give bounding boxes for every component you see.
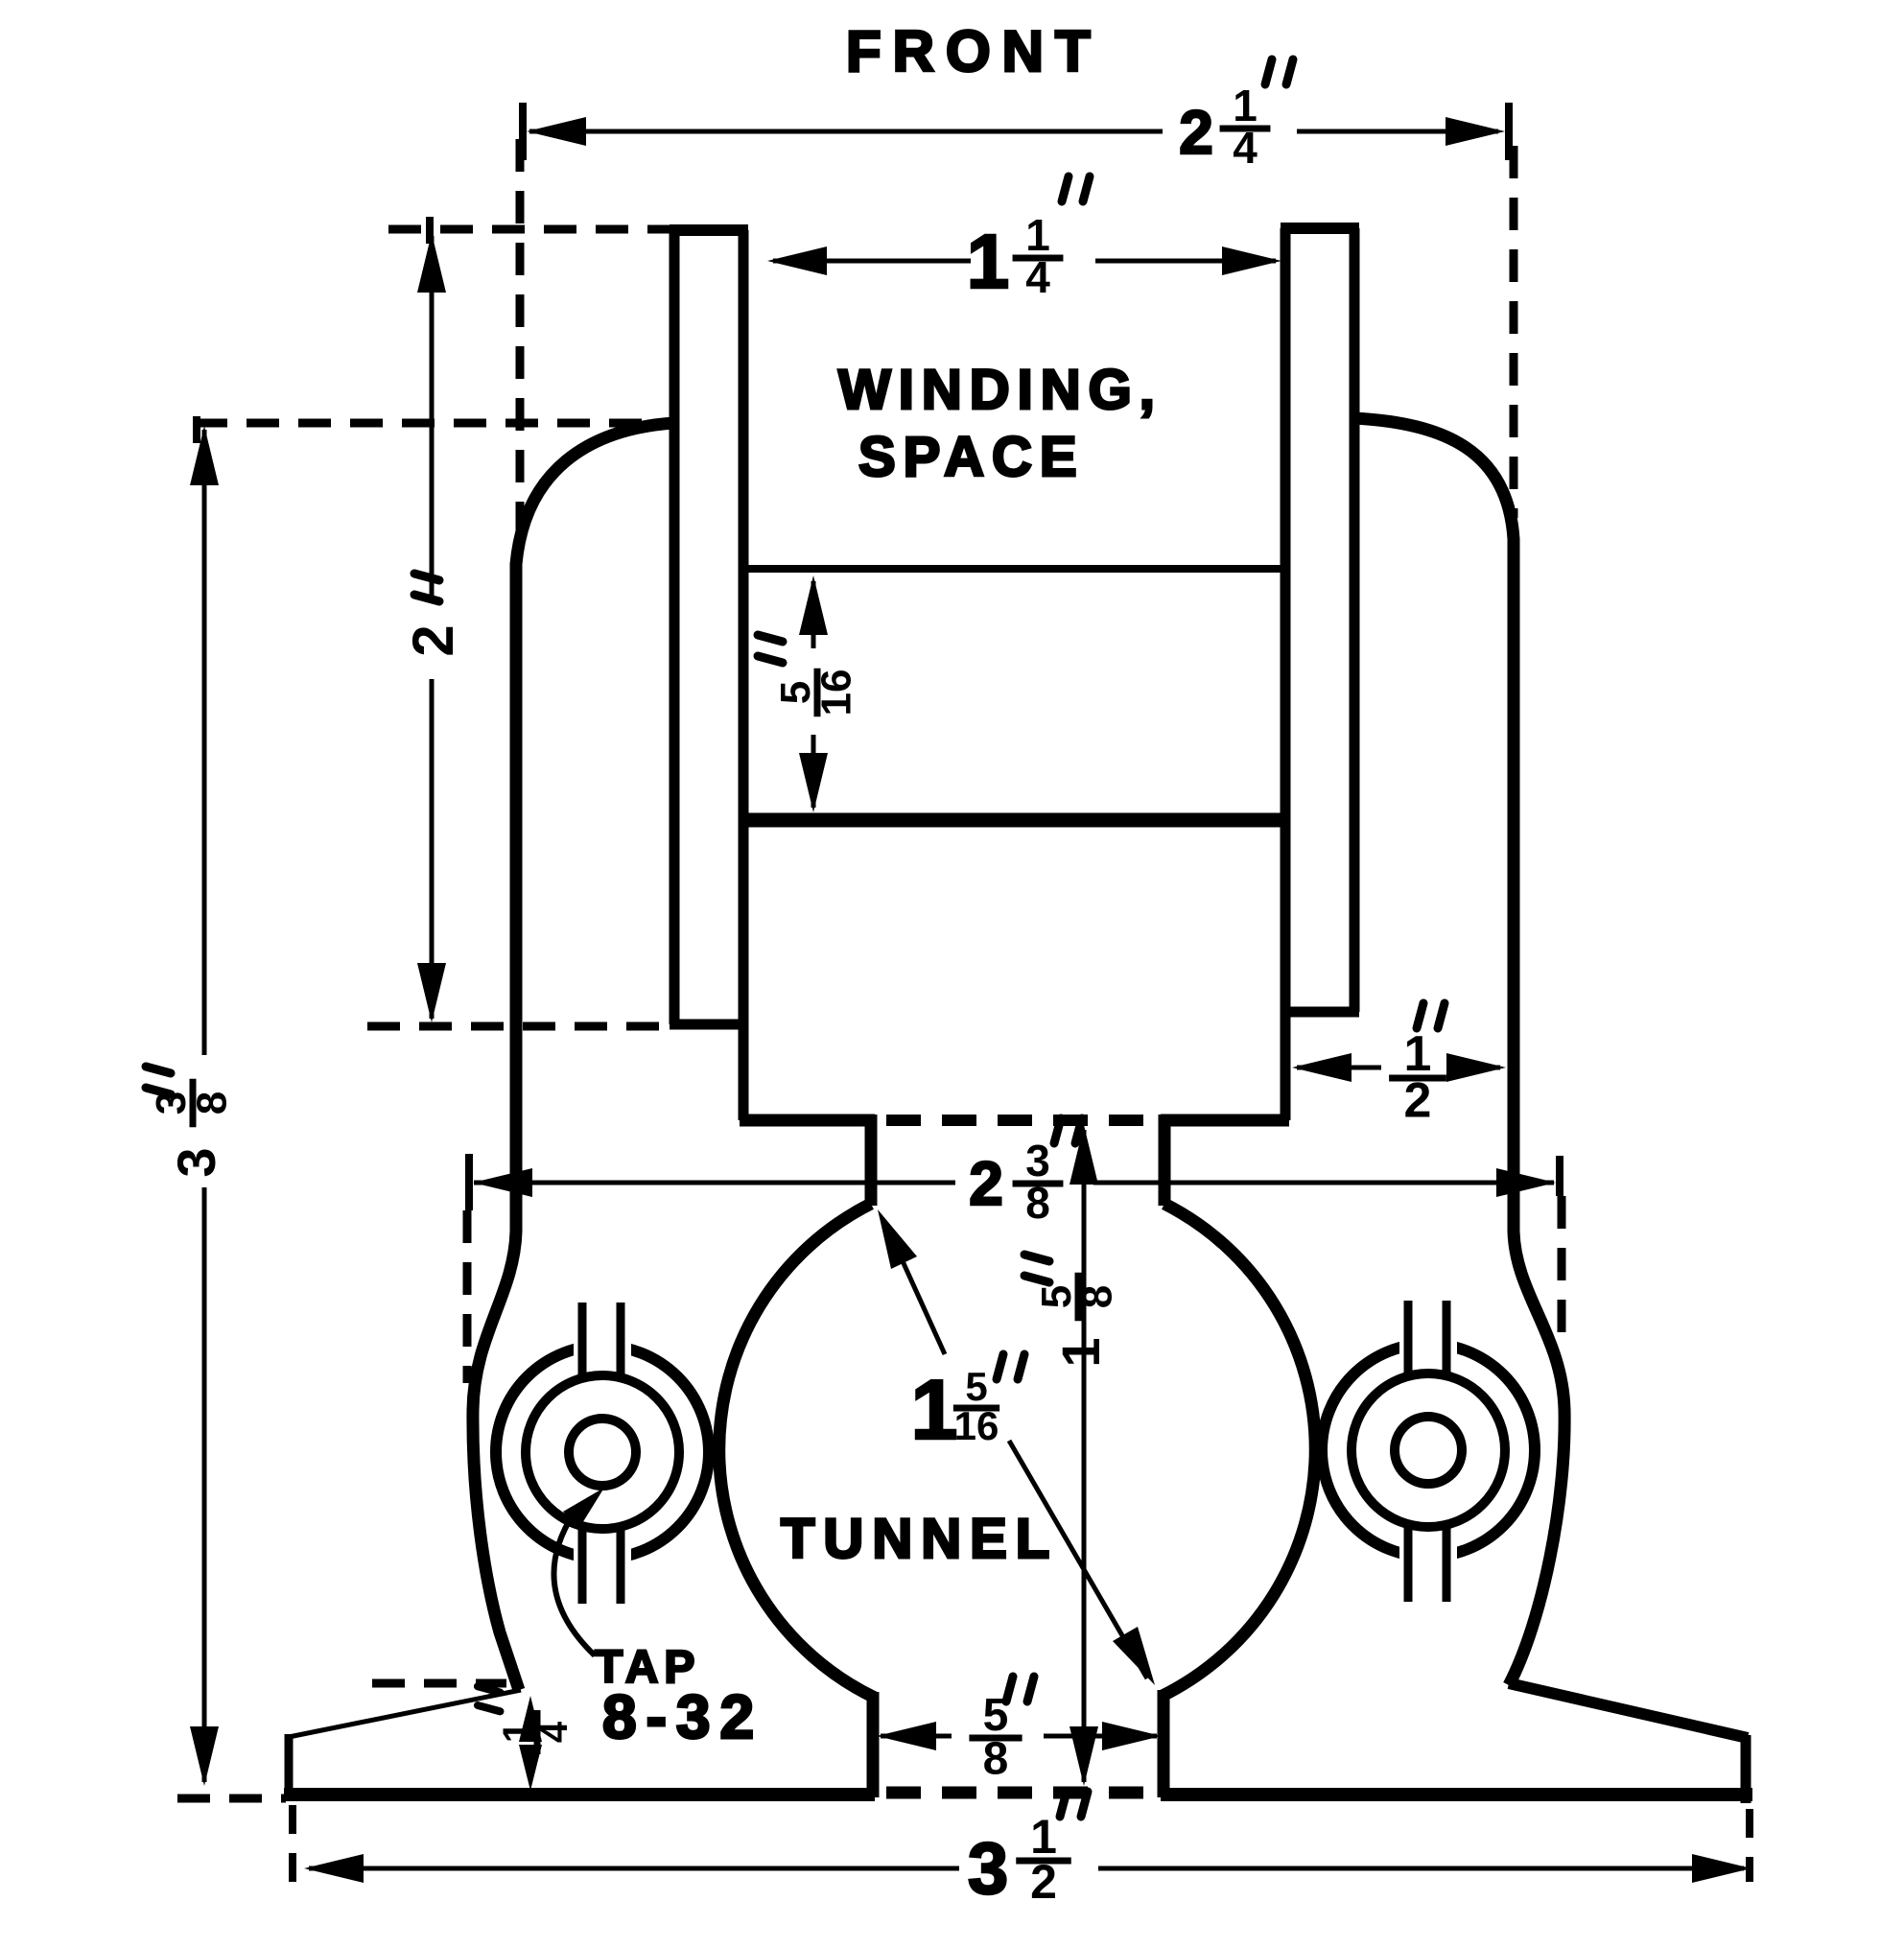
svg-text:4: 4 [533,1721,576,1743]
svg-text:3: 3 [166,1147,226,1177]
svg-text:2: 2 [1179,98,1213,167]
svg-text:1: 1 [496,1722,538,1743]
svg-text:2: 2 [969,1149,1003,1218]
svg-text:4: 4 [1233,123,1258,173]
svg-text:8: 8 [983,1733,1009,1784]
svg-text:1: 1 [1050,1337,1111,1367]
svg-text:1: 1 [1025,210,1050,260]
svg-text:TUNNEL: TUNNEL [781,1508,1058,1570]
svg-text:5: 5 [772,681,819,704]
svg-text:2: 2 [1404,1073,1432,1129]
svg-text:16: 16 [812,669,859,716]
svg-text:SPACE: SPACE [858,426,1085,488]
svg-text:5: 5 [1033,1285,1080,1308]
svg-text:2: 2 [1030,1855,1057,1909]
svg-text:8: 8 [1073,1285,1120,1308]
svg-text:16: 16 [954,1403,999,1448]
svg-text:TAP: TAP [595,1642,700,1693]
svg-text:WINDING,: WINDING, [838,359,1163,421]
svg-text:2: 2 [401,624,465,656]
svg-text:4: 4 [1025,252,1050,302]
svg-text:3: 3 [968,1828,1008,1910]
svg-text:1: 1 [1030,1810,1057,1864]
svg-text:1: 1 [1404,1026,1432,1082]
svg-text:3: 3 [1025,1136,1050,1185]
svg-text:FRONT: FRONT [846,19,1102,83]
svg-text:8-32: 8-32 [602,1682,764,1751]
svg-text:1: 1 [1233,81,1258,130]
svg-text:8: 8 [188,1091,235,1115]
svg-text:5: 5 [965,1364,987,1409]
svg-text:1: 1 [911,1362,958,1457]
svg-text:8: 8 [1025,1178,1050,1228]
svg-text:1: 1 [967,219,1010,304]
